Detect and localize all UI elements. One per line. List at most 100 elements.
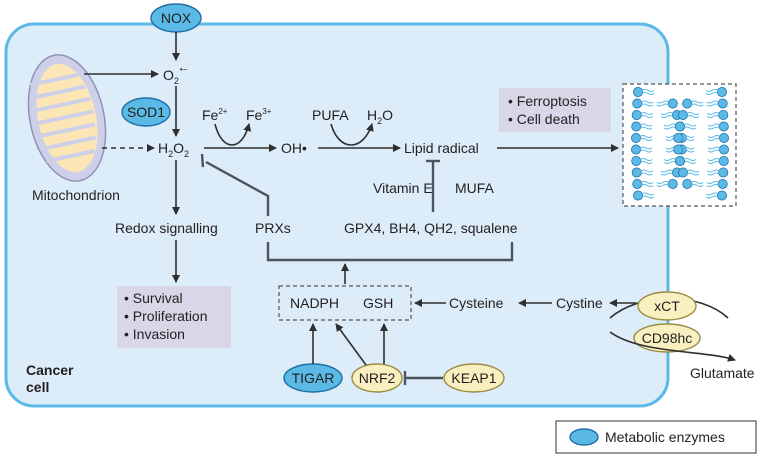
cancer-cell-label-line1: Cancer xyxy=(26,362,74,378)
phospholipid-tail xyxy=(640,115,653,118)
ferroptosis-outcome-box xyxy=(499,88,611,132)
phospholipid-tail xyxy=(656,181,670,184)
hydroxyl-radical-label: OH• xyxy=(281,140,307,156)
phospholipid-tail xyxy=(705,89,719,92)
phospholipid-tail xyxy=(681,135,695,138)
phospholipid-tail xyxy=(663,126,677,130)
phospholipid-tail xyxy=(707,172,720,176)
phospholipid-head xyxy=(717,178,728,189)
phospholipid-tail xyxy=(639,135,653,138)
gsh-label: GSH xyxy=(363,295,393,311)
phospholipid-tail xyxy=(640,169,653,173)
inhibit-prxs-to-h2o2 xyxy=(205,160,270,216)
phospholipid-tail xyxy=(707,146,721,150)
phospholipid-tail xyxy=(641,100,654,104)
phospholipid-tail xyxy=(639,123,653,127)
redox-signalling-label: Redox signalling xyxy=(115,220,218,236)
phospholipid-tail xyxy=(641,181,654,184)
tigar-label: TIGAR xyxy=(292,370,335,386)
phospholipid-tail xyxy=(663,161,677,164)
phospholipid-tail xyxy=(690,100,704,104)
phospholipid-tail xyxy=(683,158,697,161)
phospholipid-tail xyxy=(686,115,700,118)
phospholipid-head xyxy=(631,144,642,155)
phospholipid-tail xyxy=(663,158,677,161)
phospholipid-tail xyxy=(660,115,674,118)
phospholipid-head xyxy=(678,167,689,178)
phospholipid-head xyxy=(632,178,643,189)
fe3-label: Fe3+ xyxy=(246,107,272,123)
phospholipid-tail xyxy=(707,158,721,161)
phospholipid-tail xyxy=(705,92,719,95)
phospholipid-tail xyxy=(639,146,653,150)
phospholipid-head xyxy=(674,155,685,166)
metabolic-enzyme-legend-icon xyxy=(569,428,599,446)
legend-label: Metabolic enzymes xyxy=(605,429,725,445)
phospholipid-head xyxy=(717,87,728,98)
phospholipid-head xyxy=(633,87,644,98)
xct-node xyxy=(637,291,697,321)
h2o2-label: H2O2 xyxy=(158,140,189,159)
phospholipid-tail xyxy=(706,184,719,187)
phospholipid-tail xyxy=(707,169,720,173)
sod1-node xyxy=(121,97,171,127)
cystine-label: Cystine xyxy=(556,295,603,311)
phospholipid-tail xyxy=(683,123,697,127)
phospholipid-tail xyxy=(641,89,655,92)
invasion-bullet: • Invasion xyxy=(124,326,185,342)
glutamate-label: Glutamate xyxy=(690,365,755,381)
phospholipid-tail xyxy=(640,112,653,115)
cd98hc-label: CD98hc xyxy=(642,330,693,346)
phospholipid-tail xyxy=(656,100,670,104)
lipid-radical-label: Lipid radical xyxy=(404,140,479,156)
phospholipid-tail xyxy=(707,123,721,127)
keap1-label: KEAP1 xyxy=(451,370,496,386)
phospholipid-head xyxy=(718,110,729,121)
pufa-label: PUFA xyxy=(312,107,349,123)
phospholipid-tail xyxy=(706,181,719,184)
cell-death-bullet: • Cell death xyxy=(508,111,580,127)
phospholipid-tail xyxy=(707,149,721,153)
phospholipid-tail xyxy=(683,161,697,164)
phospholipid-tail xyxy=(639,138,653,141)
transporter-arc-lower xyxy=(609,331,736,362)
nrf2-node xyxy=(351,363,403,393)
phospholipid-head xyxy=(718,167,729,178)
phospholipid-tail xyxy=(707,126,721,130)
phospholipid-head xyxy=(682,98,693,109)
nox-label: NOX xyxy=(161,10,192,26)
phospholipid-head xyxy=(674,121,685,132)
phospholipid-head xyxy=(631,132,642,143)
nadph-gsh-box xyxy=(278,285,412,321)
phospholipid-tail xyxy=(686,112,700,115)
phospholipid-tail xyxy=(640,172,653,176)
keap1-node xyxy=(443,363,505,393)
cysteine-label: Cysteine xyxy=(449,295,504,311)
phospholipid-tail xyxy=(707,135,721,138)
cd98hc-node xyxy=(633,323,701,353)
phospholipid-head xyxy=(667,98,678,109)
h2o-label: H2O xyxy=(367,107,393,126)
fe2-label: Fe2+ xyxy=(202,107,228,123)
fenton-curve xyxy=(214,123,252,146)
phospholipid-tail xyxy=(690,181,704,184)
phospholipid-tail xyxy=(681,138,695,141)
mitochondrion-label: Mitochondrion xyxy=(32,187,120,203)
phospholipid-head xyxy=(717,98,728,109)
phospholipid-tail xyxy=(663,123,677,127)
phospholipid-tail xyxy=(641,184,654,187)
phospholipid-head xyxy=(673,144,684,155)
phospholipid-tail xyxy=(641,192,655,196)
survival-outcome-box xyxy=(117,286,231,348)
phospholipid-tail xyxy=(656,184,670,187)
phospholipid-head xyxy=(718,144,729,155)
mitochondrion-icon xyxy=(27,54,107,182)
xct-label: xCT xyxy=(654,298,680,314)
survival-bullet: • Survival xyxy=(124,290,183,306)
phospholipid-tail xyxy=(660,169,674,173)
phospholipid-tail xyxy=(706,100,719,104)
phospholipid-tail xyxy=(641,195,655,199)
phospholipid-head xyxy=(633,190,644,201)
phospholipid-tail xyxy=(690,103,704,107)
